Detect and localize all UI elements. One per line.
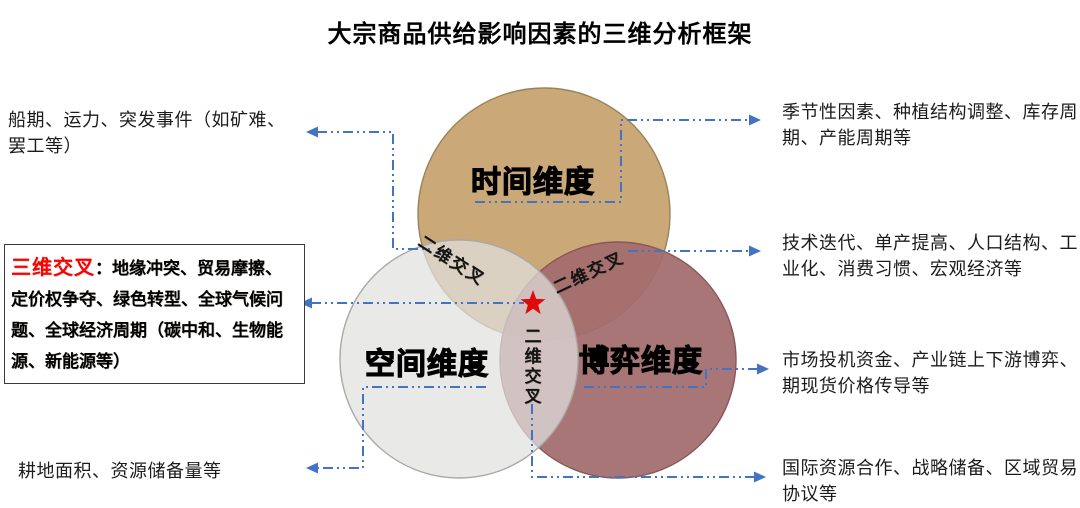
annotation-right-3: 市场投机资金、产业链上下游博弈、 期现货价格传导等 (782, 348, 1080, 400)
arrowhead-right-1 (749, 114, 761, 126)
annotation-line: 市场投机资金、产业链上下游博弈、 (782, 350, 1078, 371)
annotation-line: 罢工等） (8, 136, 82, 157)
connector-space-to-leftbottom (317, 386, 486, 469)
callout-heading: 三维交叉 (11, 255, 95, 279)
arrowhead-right-3 (757, 363, 769, 375)
annotation-right-4: 国际资源合作、战略储备、区域贸易 协议等 (782, 456, 1080, 508)
callout-colon: ： (95, 259, 112, 279)
annotation-line: 期现货价格传导等 (782, 376, 930, 397)
connector-game-to-right3 (584, 368, 757, 388)
connector-spacegame-to-right4 (531, 404, 754, 478)
annotation-right-2: 技术迭代、单产提高、人口结构、工 业化、消费习惯、宏观经济等 (782, 231, 1080, 283)
arrowhead-left-top (306, 126, 318, 138)
annotation-line: 技术迭代、单产提高、人口结构、工 (782, 233, 1078, 254)
arrowhead-right-4 (754, 471, 766, 483)
annotation-line: 期、产能周期等 (782, 128, 912, 149)
annotation-left-bottom: 耕地面积、资源储备量等 (18, 459, 318, 485)
three-way-intersection-callout-box: 三维交叉：地缘冲突、贸易摩擦、 定价权争夺、绿色转型、全球气候问 题、全球经济周… (4, 244, 305, 384)
annotation-line: 耕地面积、资源储备量等 (18, 461, 222, 482)
connector-lines (311, 119, 757, 478)
callout-line4: 源、新能源等） (11, 352, 130, 372)
time-circle-label: 时间维度 (470, 164, 595, 200)
annotation-right-1: 季节性因素、种植结构调整、库存周 期、产能周期等 (782, 100, 1080, 152)
arrowhead-callout (300, 297, 312, 309)
game-circle-label: 博弈维度 (578, 343, 703, 379)
annotation-line: 船期、运力、突发事件（如矿难、 (8, 110, 286, 131)
callout-line2: 定价权争夺、绿色转型、全球气候问 (11, 290, 283, 310)
annotation-left-top: 船期、运力、突发事件（如矿难、 罢工等） (8, 108, 288, 160)
callout-line3: 题、全球经济周期（碳中和、生物能 (11, 321, 283, 341)
connector-arrowheads (300, 114, 769, 483)
space-circle-label: 空间维度 (364, 346, 489, 382)
arrowhead-right-2 (749, 245, 761, 257)
callout-line1: 地缘冲突、贸易摩擦、 (112, 259, 282, 279)
annotation-line: 协议等 (782, 484, 838, 505)
three-way-intersection-star-icon (520, 290, 546, 315)
annotation-line: 季节性因素、种植结构调整、库存周 (782, 102, 1078, 123)
space-circle (339, 239, 579, 479)
annotation-line: 业化、消费习惯、宏观经济等 (782, 259, 1023, 280)
page-title: 大宗商品供给影响因素的三维分析框架 (327, 20, 753, 48)
arrowhead-left-bottom (306, 462, 318, 474)
overlap-label-space-game: 二维交叉 (520, 327, 541, 407)
annotation-line: 国际资源合作、战略储备、区域贸易 (782, 458, 1078, 479)
connector-time-to-right1 (475, 119, 749, 203)
connector-timespace-to-lefttop (317, 131, 434, 250)
